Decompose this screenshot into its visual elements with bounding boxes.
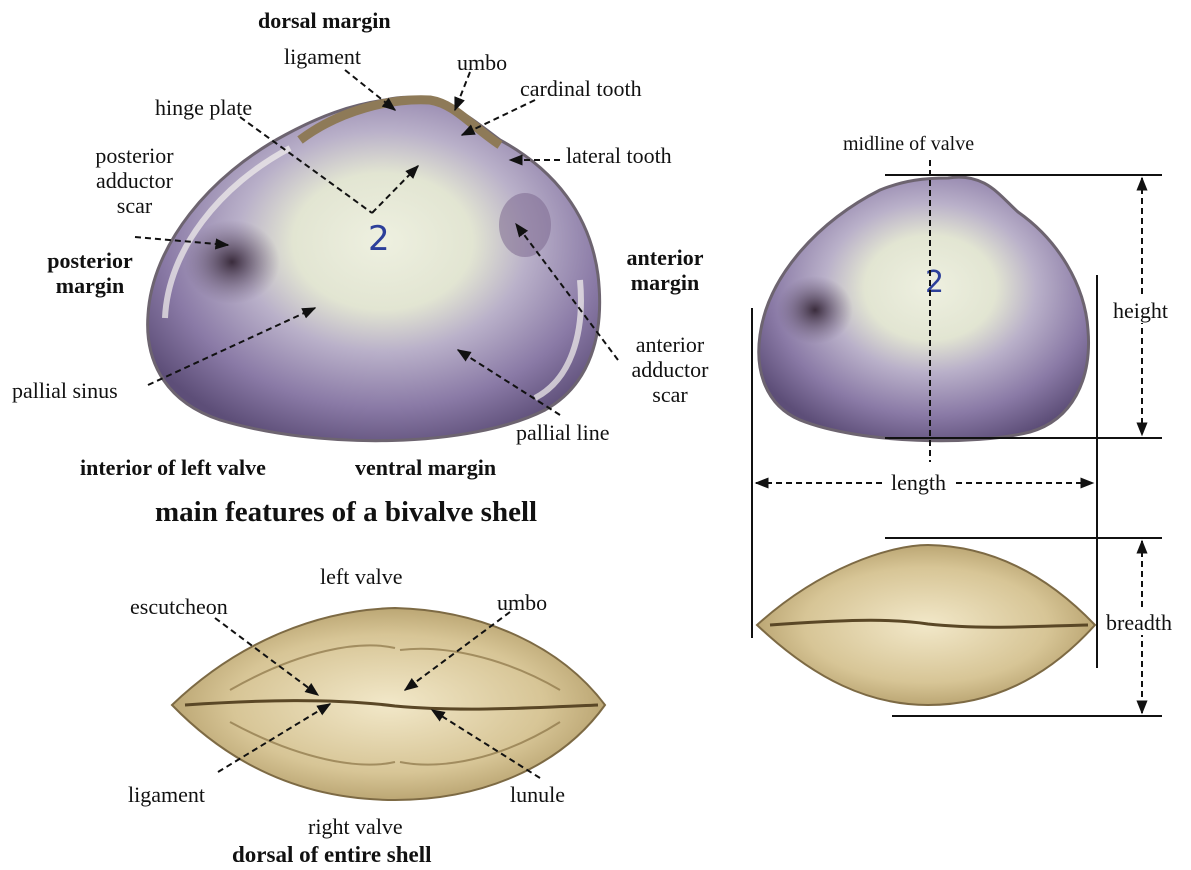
- label-escutcheon: escutcheon: [130, 594, 228, 619]
- label-ligament: ligament: [284, 44, 361, 69]
- label-posterior-margin: posterior margin: [20, 248, 160, 298]
- label-umbo-dorsal: umbo: [497, 590, 547, 615]
- title-main-features: main features of a bivalve shell: [155, 496, 537, 529]
- measurement-dorsal-illustration: [757, 545, 1095, 705]
- measurement-shell-scar: [777, 276, 853, 344]
- label-midline-of-valve: midline of valve: [843, 132, 974, 157]
- measurement-shell-illustration: 2: [759, 177, 1089, 441]
- label-pallial-line: pallial line: [516, 420, 609, 445]
- measurement-specimen-mark: 2: [925, 265, 944, 300]
- label-length: length: [885, 470, 952, 495]
- specimen-number-mark: 2: [368, 219, 390, 259]
- label-interior-of-left-valve: interior of left valve: [80, 455, 266, 480]
- label-umbo: umbo: [457, 50, 507, 75]
- pointer-umbo: [455, 72, 470, 110]
- label-cardinal-tooth: cardinal tooth: [520, 76, 642, 101]
- label-lunule: lunule: [510, 782, 565, 807]
- label-ventral-margin: ventral margin: [355, 455, 496, 480]
- caption-dorsal-of-entire-shell: dorsal of entire shell: [232, 842, 432, 867]
- label-left-valve: left valve: [320, 564, 402, 589]
- interior-shell-illustration: 2: [148, 97, 600, 440]
- label-right-valve: right valve: [308, 814, 403, 839]
- label-breadth: breadth: [1106, 610, 1172, 635]
- label-posterior-adductor-scar: posterior adductor scar: [82, 143, 187, 218]
- label-height: height: [1113, 298, 1168, 323]
- dorsal-shell-illustration: [172, 608, 605, 800]
- label-hinge-plate: hinge plate: [155, 95, 252, 120]
- label-pallial-sinus: pallial sinus: [12, 378, 118, 403]
- label-lateral-tooth: lateral tooth: [566, 143, 672, 168]
- label-dorsal-margin: dorsal margin: [258, 8, 391, 33]
- posterior-adductor-scar-mark: [184, 220, 280, 304]
- label-anterior-adductor-scar: anterior adductor scar: [615, 332, 725, 407]
- anterior-adductor-scar-mark: [499, 193, 551, 257]
- label-ligament-dorsal: ligament: [128, 782, 205, 807]
- label-anterior-margin: anterior margin: [605, 245, 725, 295]
